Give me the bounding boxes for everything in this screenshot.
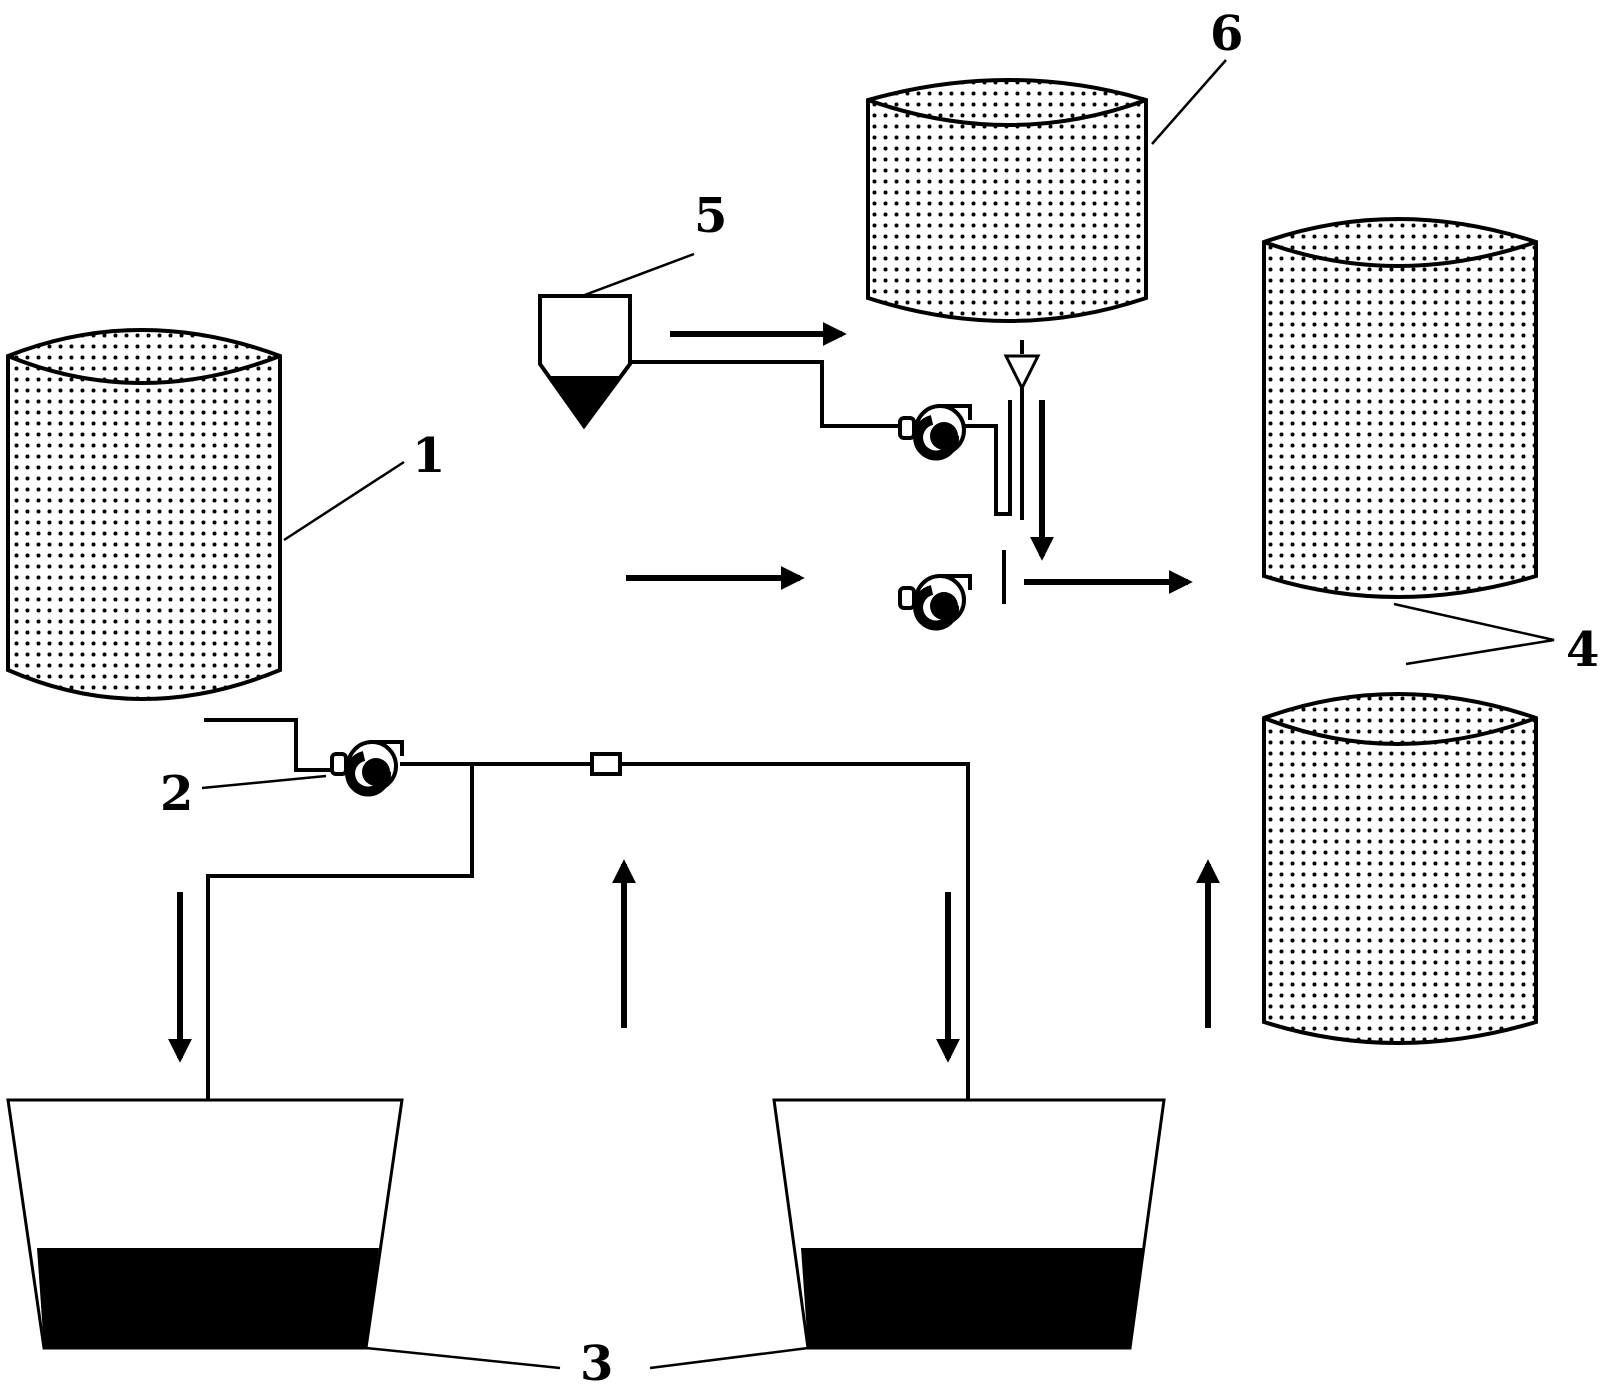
label-3: 3: [580, 1336, 613, 1384]
piping: [204, 340, 1041, 1100]
pump-2: [332, 742, 402, 792]
leader-lines: [201, 59, 1555, 1370]
label-6: 6: [1210, 6, 1243, 62]
label-4: 4: [1566, 622, 1599, 678]
pump-lower: [900, 576, 970, 626]
pipe-fitting: [590, 752, 622, 776]
tank-4-upper: [1262, 217, 1538, 599]
tank-1: [6, 328, 282, 701]
bucket-3-right: [772, 1098, 1166, 1350]
nozzle-icon: [1003, 354, 1041, 392]
label-1: 1: [412, 428, 445, 484]
label-2: 2: [160, 766, 193, 822]
bucket-3-left: [6, 1098, 404, 1350]
tank-6: [866, 78, 1148, 323]
hopper-5: [538, 294, 632, 430]
tank-4-lower: [1262, 692, 1538, 1045]
label-5: 5: [694, 188, 727, 244]
flow-arrows: [168, 322, 1220, 1063]
pump-upper: [900, 406, 970, 456]
